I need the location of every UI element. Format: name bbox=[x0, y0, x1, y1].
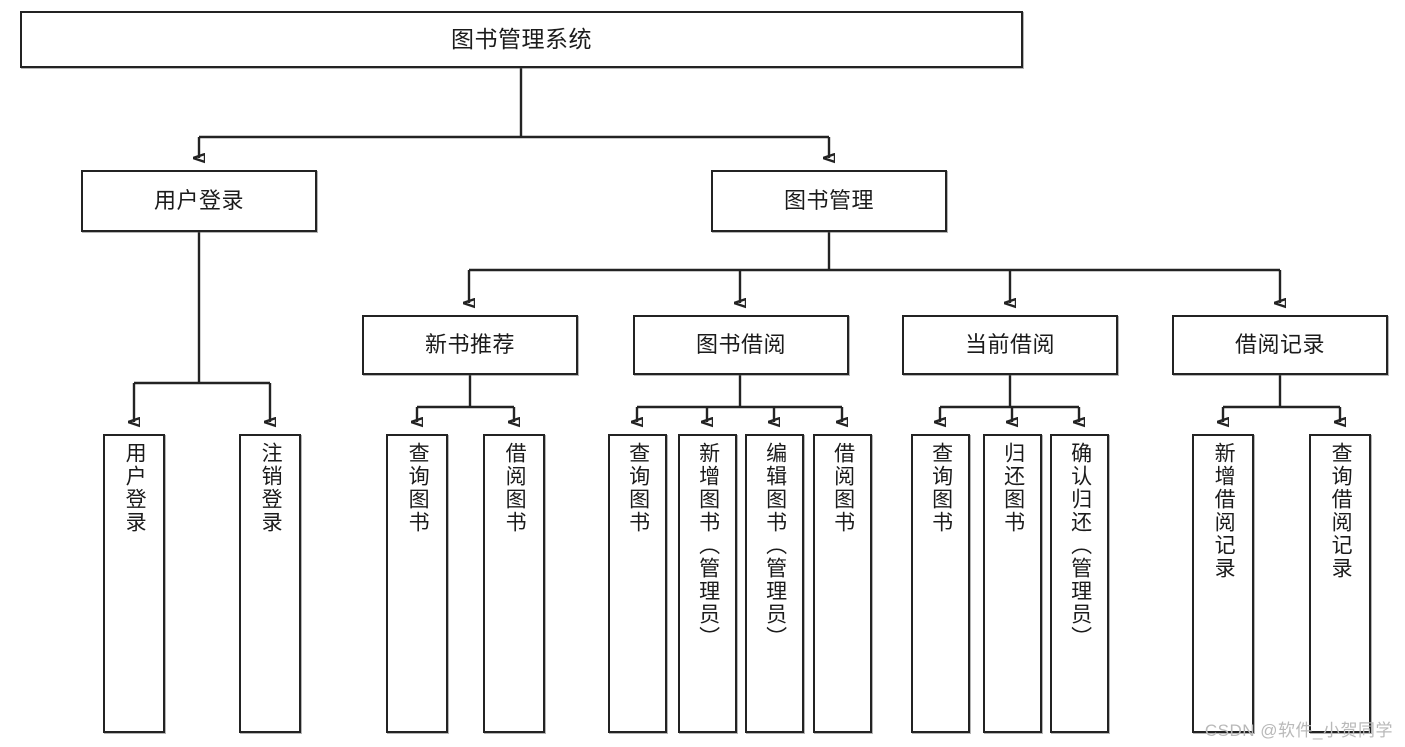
node-root-system[interactable]: 图书管理系统 bbox=[20, 11, 1023, 68]
leaf-node[interactable]: 借阅图书 bbox=[483, 434, 545, 733]
node-label: 图书管理系统 bbox=[451, 25, 592, 52]
leaf-node[interactable]: 查询图书 bbox=[911, 434, 970, 733]
node-label: 新增借阅记录 bbox=[1212, 442, 1236, 580]
node-current-borrow[interactable]: 当前借阅 bbox=[902, 315, 1118, 375]
node-label: 图书管理 bbox=[783, 188, 874, 214]
leaf-node[interactable]: 新增图书（管理员） bbox=[678, 434, 737, 733]
node-label: 当前借阅 bbox=[964, 332, 1055, 358]
leaf-node[interactable]: 确认归还（管理员） bbox=[1050, 434, 1109, 733]
node-label: 注销登录 bbox=[259, 442, 283, 534]
node-label: 借阅记录 bbox=[1234, 332, 1325, 358]
leaf-node[interactable]: 借阅图书 bbox=[813, 434, 872, 733]
node-book-management[interactable]: 图书管理 bbox=[711, 170, 947, 232]
node-label: 归还图书 bbox=[1001, 442, 1025, 534]
node-borrow-records[interactable]: 借阅记录 bbox=[1172, 315, 1388, 375]
leaf-node[interactable]: 查询借阅记录 bbox=[1309, 434, 1371, 733]
node-label: 借阅图书 bbox=[503, 442, 527, 534]
leaf-node[interactable]: 查询图书 bbox=[608, 434, 667, 733]
node-label: 确认归还（管理员） bbox=[1068, 442, 1092, 649]
node-label: 编辑图书（管理员） bbox=[763, 442, 787, 649]
leaf-node[interactable]: 注销登录 bbox=[239, 434, 301, 733]
leaf-node[interactable]: 查询图书 bbox=[386, 434, 448, 733]
node-label: 图书借阅 bbox=[695, 332, 786, 358]
node-label: 查询图书 bbox=[406, 442, 430, 534]
watermark-text: CSDN @软件_小贺同学 bbox=[1204, 721, 1393, 740]
leaf-node[interactable]: 归还图书 bbox=[983, 434, 1042, 733]
leaf-node[interactable]: 新增借阅记录 bbox=[1192, 434, 1254, 733]
node-label: 用户登录 bbox=[153, 188, 244, 214]
leaf-node[interactable]: 用户登录 bbox=[103, 434, 165, 733]
node-book-borrow[interactable]: 图书借阅 bbox=[633, 315, 849, 375]
leaf-node[interactable]: 编辑图书（管理员） bbox=[745, 434, 804, 733]
node-label: 查询图书 bbox=[626, 442, 650, 534]
node-label: 用户登录 bbox=[123, 442, 147, 534]
node-label: 查询图书 bbox=[929, 442, 953, 534]
node-label: 借阅图书 bbox=[831, 442, 855, 534]
node-label: 新增图书（管理员） bbox=[696, 442, 720, 649]
node-label: 新书推荐 bbox=[424, 332, 515, 358]
node-new-book-recommend[interactable]: 新书推荐 bbox=[362, 315, 578, 375]
node-label: 查询借阅记录 bbox=[1329, 442, 1353, 580]
node-user-login[interactable]: 用户登录 bbox=[81, 170, 317, 232]
